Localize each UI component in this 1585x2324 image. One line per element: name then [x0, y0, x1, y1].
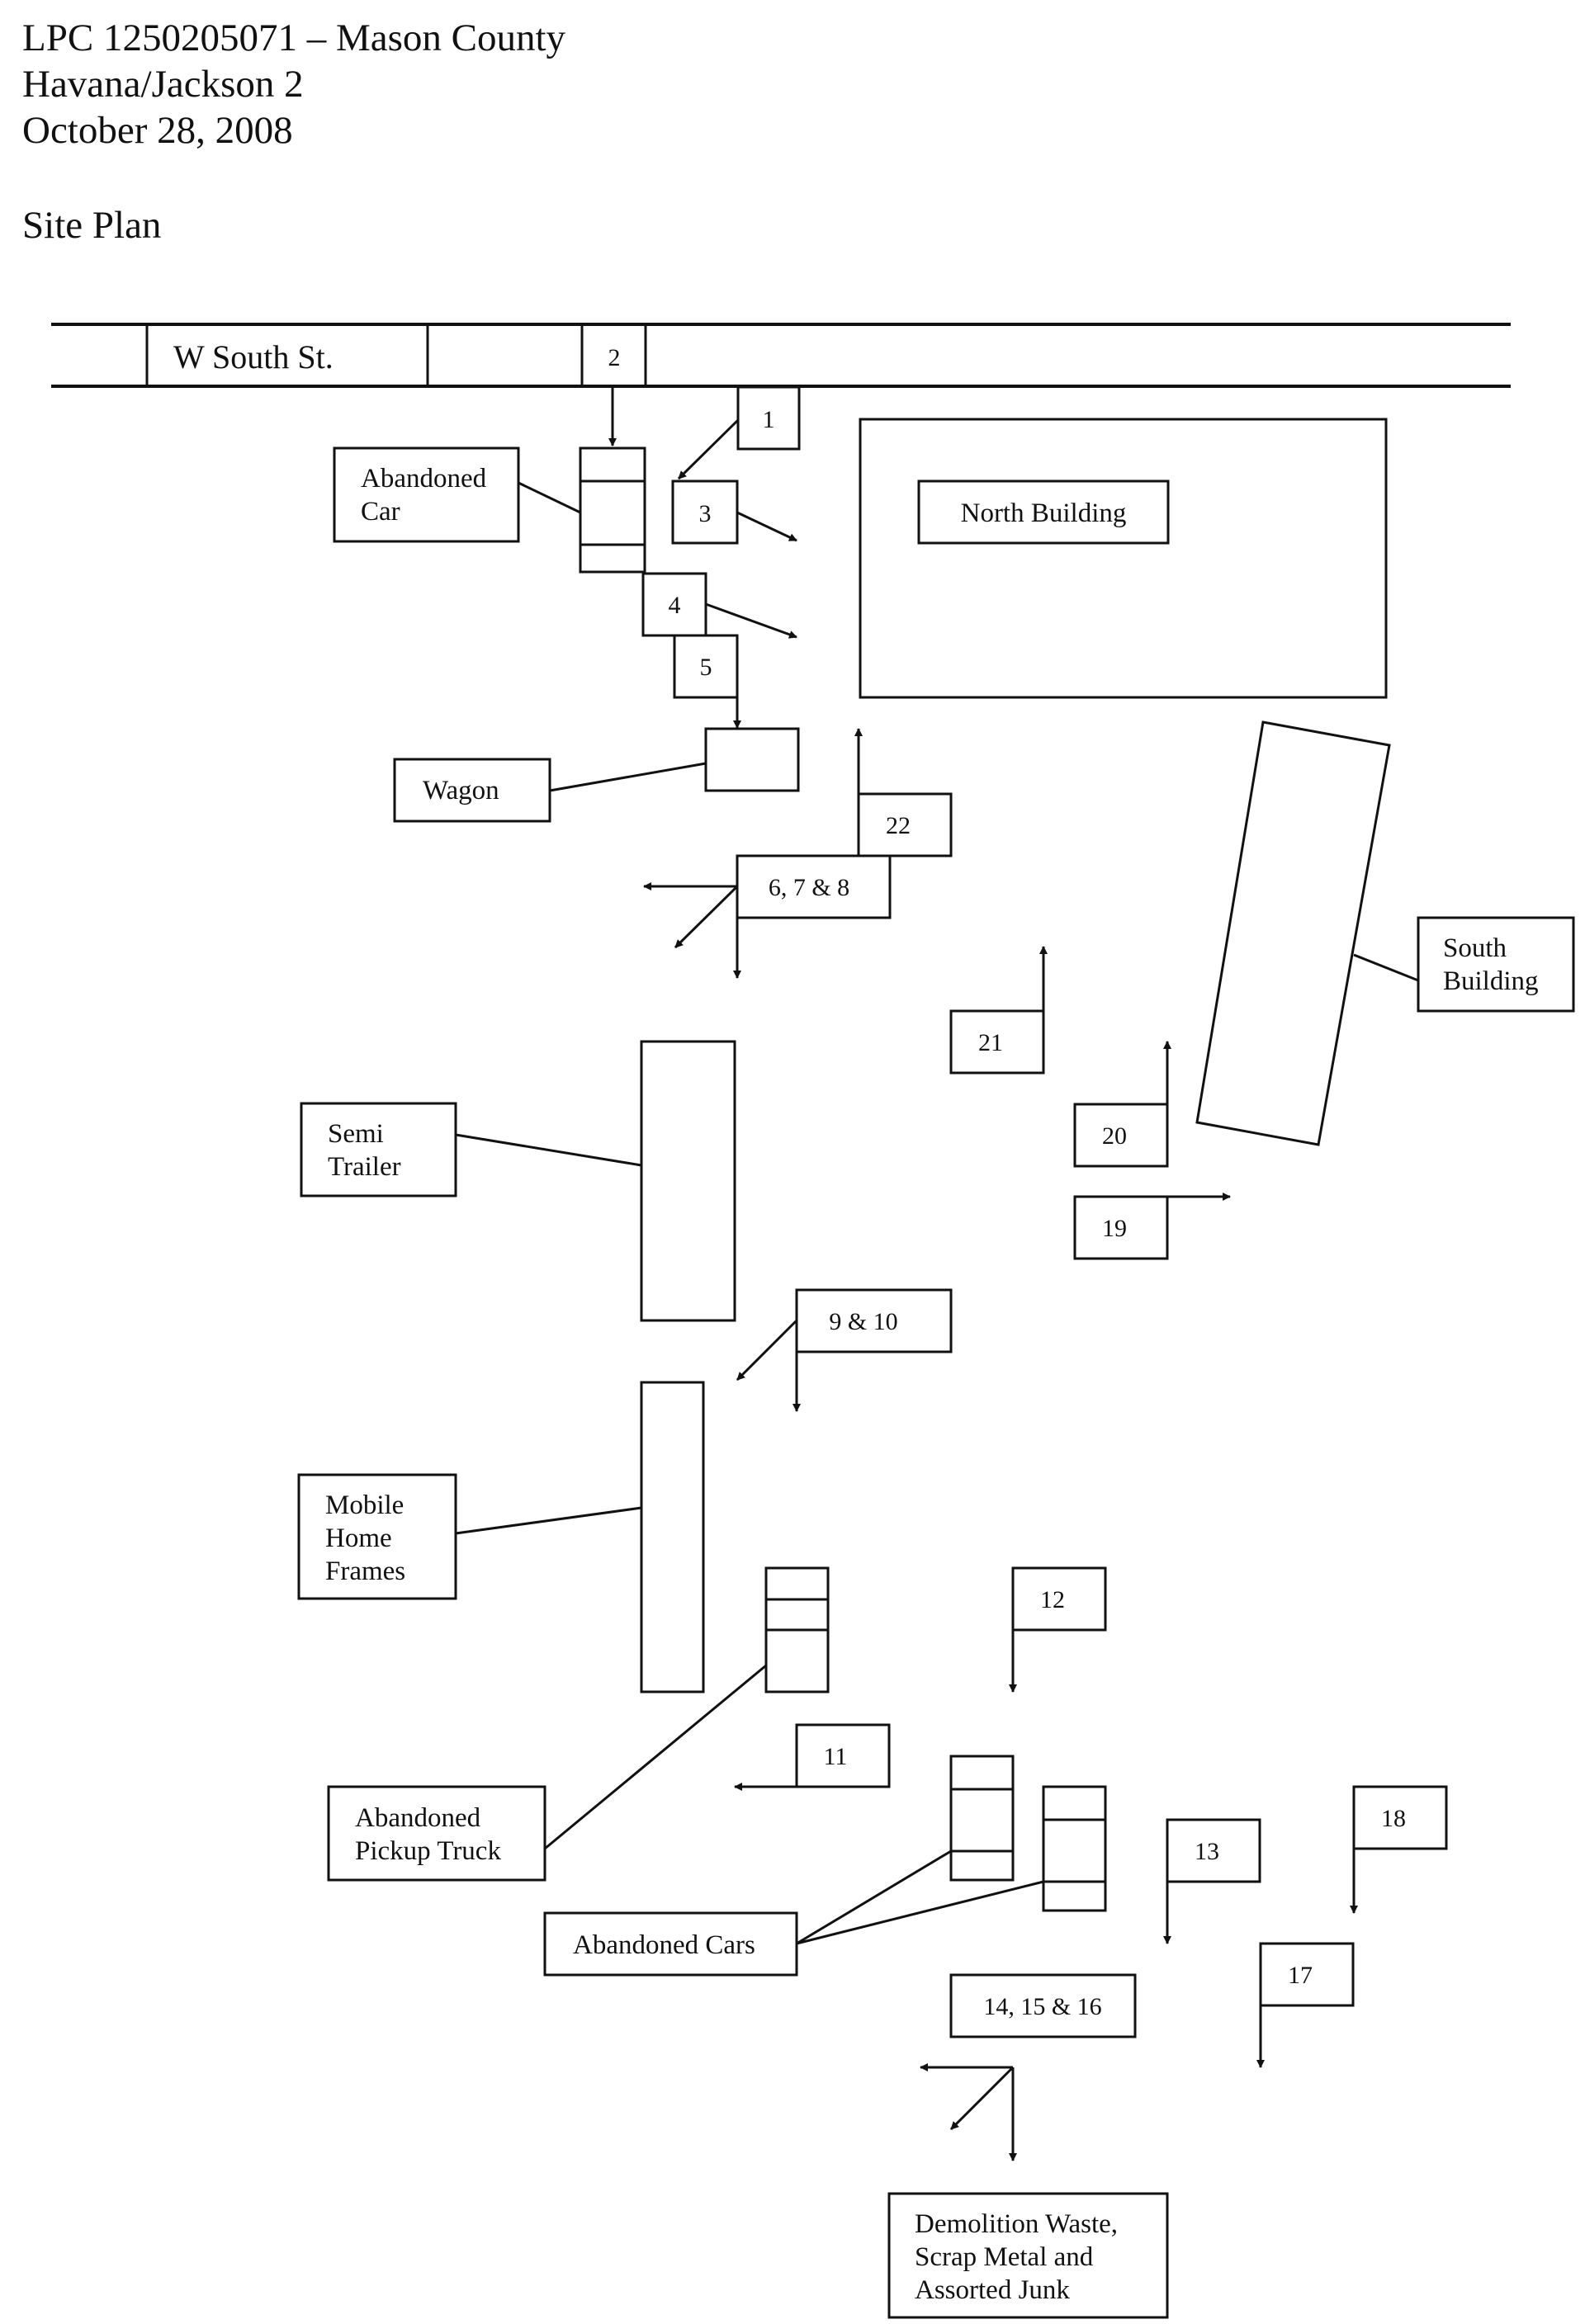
semi-trailer-label-line2: Trailer [328, 1152, 401, 1182]
abandoned-car-label-line2: Car [361, 497, 400, 527]
photo-point-21: 21 [949, 946, 1048, 1075]
photo-point-22-label: 22 [886, 812, 911, 839]
abandoned-pickup-truck-leader [544, 1664, 767, 1850]
south-building-label-line1: South [1443, 933, 1507, 963]
photo-point-2-label: 2 [608, 344, 621, 371]
semi-trailer-leader [455, 1133, 642, 1167]
photo-point-20-label: 20 [1102, 1122, 1127, 1150]
demolition-waste-label-line3: Assorted Junk [915, 2275, 1070, 2305]
abandoned-pickup-truck-label-line1: Abandoned [355, 1803, 481, 1833]
mobile-home-frames-label-line2: Home [325, 1523, 392, 1553]
photo-point-13: 13 [1163, 1818, 1261, 1944]
semi-trailer-label-line1: Semi [328, 1119, 384, 1149]
south-building [1195, 720, 1391, 1146]
photo-point-18-label: 18 [1381, 1805, 1406, 1832]
photo-point-3: 3 [671, 479, 797, 545]
photo-point-12: 12 [1009, 1566, 1107, 1693]
photo-point-4: 4 [641, 572, 797, 639]
photo-point-5-label: 5 [700, 654, 712, 681]
photo-point-11-label: 11 [824, 1743, 848, 1770]
photo-point-6-7-8-label: 6, 7 & 8 [769, 874, 849, 901]
date-line: October 28, 2008 [22, 109, 293, 152]
abandoned-car-callout: Abandoned Car [333, 446, 520, 543]
abandoned-car-vehicle-right [1042, 1785, 1107, 1912]
abandoned-car-vehicle-left [949, 1755, 1015, 1882]
site-name-line: Havana/Jackson 2 [22, 63, 304, 106]
semi-trailer-unit [640, 1040, 736, 1322]
photo-point-1-arrow [677, 418, 740, 480]
wagon-leader [549, 762, 707, 792]
section-title: Site Plan [22, 204, 162, 247]
wagon-callout: Wagon [393, 758, 551, 823]
photo-point-14-15-16-label: 14, 15 & 16 [983, 1993, 1101, 2020]
photo-point-17: 17 [1256, 1942, 1355, 2068]
photo-point-12-label: 12 [1040, 1586, 1065, 1613]
photo-point-17-label: 17 [1288, 1962, 1313, 1989]
photo-point-3-arrow [736, 511, 797, 542]
mobile-home-frames-leader [455, 1506, 642, 1535]
wagon-label: Wagon [423, 776, 499, 805]
abandoned-cars-leader-2 [796, 1880, 1044, 1945]
photo-point-18: 18 [1350, 1785, 1448, 1914]
street-name: W South St. [173, 338, 334, 376]
photo-point-21-label: 21 [978, 1029, 1003, 1056]
south-building-label-line2: Building [1443, 966, 1539, 996]
photo-point-19: 19 [1073, 1193, 1231, 1260]
north-building-label: North Building [961, 498, 1127, 528]
document-id-line: LPC 1250205071 – Mason County [22, 17, 566, 59]
photo-point-1: 1 [677, 385, 801, 480]
south-building-callout: South Building [1417, 916, 1575, 1013]
photo-point-14-15-16: 14, 15 & 16 [920, 1973, 1137, 2161]
abandoned-car-vehicle [579, 446, 646, 574]
photo-point-5: 5 [673, 634, 741, 729]
abandoned-cars-callout: Abandoned Cars [543, 1911, 798, 1977]
abandoned-pickup-truck-vehicle [764, 1566, 830, 1693]
photo-point-1-label: 1 [763, 406, 775, 433]
photo-point-7-arrow [674, 885, 739, 949]
abandoned-cars-label: Abandoned Cars [573, 1930, 755, 1960]
photo-point-4-label: 4 [669, 592, 681, 619]
photo-point-6-7-8: 6, 7 & 8 [643, 854, 892, 979]
photo-point-22: 22 [854, 728, 953, 857]
photo-point-15-arrow [949, 2066, 1015, 2131]
photo-point-9-10-label: 9 & 10 [829, 1308, 897, 1335]
demolition-waste-label-line2: Scrap Metal and [915, 2242, 1094, 2272]
photo-point-11: 11 [734, 1723, 891, 1791]
abandoned-car-label-line1: Abandoned [361, 464, 487, 494]
mobile-home-frames-unit [640, 1381, 705, 1693]
photo-point-9-10: 9 & 10 [736, 1288, 953, 1412]
demolition-waste-callout: Demolition Waste, Scrap Metal and Assort… [887, 2192, 1169, 2319]
photo-point-4-arrow [705, 602, 797, 639]
abandoned-pickup-truck-callout: Abandoned Pickup Truck [327, 1785, 546, 1882]
mobile-home-frames-label-line3: Frames [325, 1556, 405, 1586]
photo-point-2: 2 [608, 344, 621, 446]
mobile-home-frames-callout: Mobile Home Frames [297, 1473, 457, 1600]
street: W South St. [51, 323, 1511, 388]
wagon-vehicle [704, 727, 800, 792]
demolition-waste-label-line1: Demolition Waste, [915, 2209, 1118, 2239]
abandoned-car-leader [518, 481, 581, 514]
abandoned-cars-leader-1 [796, 1849, 952, 1945]
photo-point-9-arrow [736, 1319, 798, 1382]
photo-point-19-label: 19 [1102, 1215, 1127, 1242]
photo-point-13-label: 13 [1195, 1838, 1219, 1865]
semi-trailer-callout: Semi Trailer [300, 1102, 457, 1197]
south-building-leader [1353, 953, 1419, 982]
abandoned-pickup-truck-label-line2: Pickup Truck [355, 1836, 501, 1866]
photo-point-20: 20 [1073, 1041, 1171, 1168]
photo-point-3-label: 3 [699, 500, 712, 527]
mobile-home-frames-label-line1: Mobile [325, 1490, 404, 1520]
north-building: North Building [859, 418, 1388, 699]
